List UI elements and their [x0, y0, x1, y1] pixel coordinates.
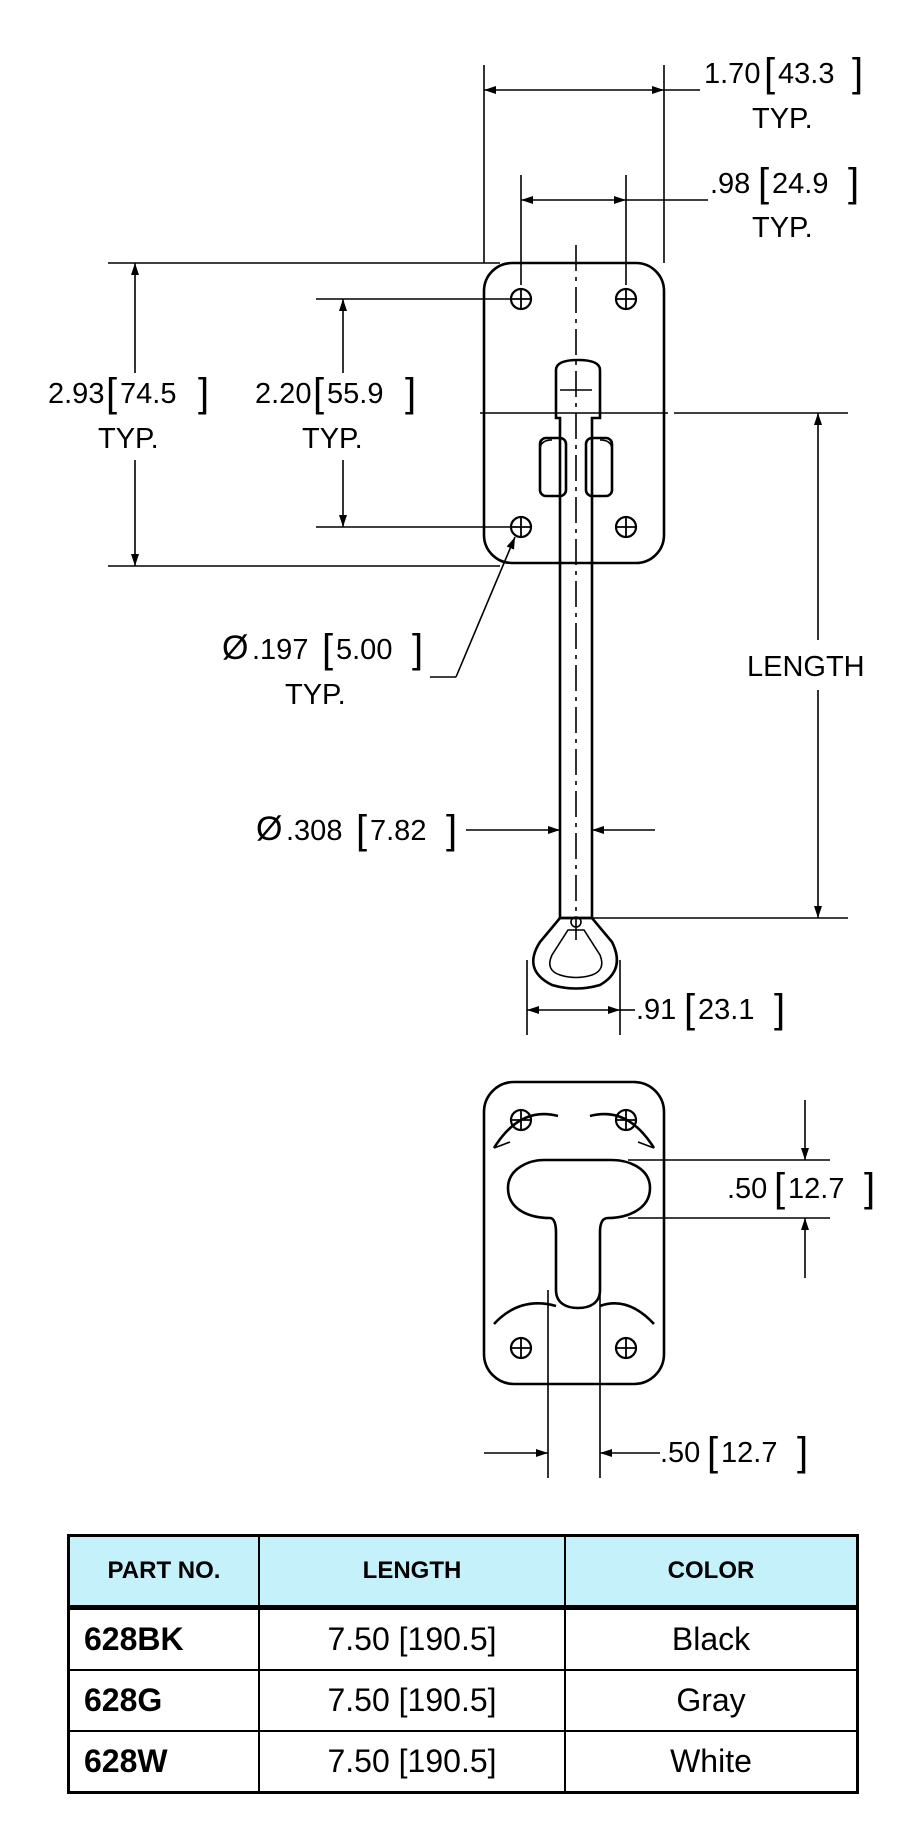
- svg-text:.98: .98: [710, 168, 750, 200]
- svg-text:2.93: 2.93: [48, 378, 104, 410]
- svg-text:TYP.: TYP.: [285, 679, 346, 711]
- svg-text:]: ]: [848, 161, 859, 205]
- dim-hole-diameter: Ø .197 [ 5.00 ] TYP.: [222, 536, 516, 711]
- svg-text:]: ]: [774, 987, 785, 1031]
- column-header-color: COLOR: [564, 1534, 859, 1610]
- svg-text:Ø: Ø: [256, 810, 282, 848]
- svg-text:TYP.: TYP.: [752, 212, 813, 244]
- svg-text:]: ]: [405, 371, 416, 415]
- keeper-screw-bottom-left: [509, 1336, 533, 1360]
- svg-text:74.5: 74.5: [120, 378, 176, 410]
- column-header-part-no: PART NO.: [67, 1534, 260, 1610]
- length-cell: 7.50 [190.5]: [258, 1606, 566, 1671]
- screw-hole-top-left: [509, 287, 533, 311]
- svg-text:[: [: [313, 371, 324, 415]
- keeper-slot: [506, 1158, 652, 1310]
- keeper-screw-bottom-right: [614, 1336, 638, 1360]
- parts-table: PART NO. LENGTH COLOR 628BK 7.50 [190.5]…: [67, 1534, 859, 1794]
- dim-overall-width: 1.70 [ 43.3 ] TYP.: [483, 51, 863, 263]
- keeper-plate: [482, 1080, 666, 1386]
- svg-text:]: ]: [797, 1430, 808, 1474]
- dim-keeper-slot-height: .50 [ 12.7 ]: [628, 1100, 875, 1278]
- length-cell: 7.50 [190.5]: [258, 1730, 566, 1794]
- svg-text:LENGTH: LENGTH: [747, 651, 865, 683]
- svg-text:.308: .308: [286, 815, 342, 847]
- svg-text:.197: .197: [252, 634, 308, 666]
- dim-rod-diameter: Ø .308 [ 7.82 ]: [256, 808, 655, 852]
- svg-text:7.82: 7.82: [370, 815, 426, 847]
- svg-text:2.20: 2.20: [255, 378, 311, 410]
- svg-text:.50: .50: [727, 1173, 767, 1205]
- svg-text:1.70: 1.70: [704, 58, 760, 90]
- svg-text:[: [: [764, 51, 775, 95]
- svg-text:5.00: 5.00: [336, 634, 392, 666]
- dim-keeper-slot-width: .50 [ 12.7 ]: [484, 1290, 808, 1478]
- svg-text:]: ]: [198, 371, 209, 415]
- svg-text:12.7: 12.7: [788, 1173, 844, 1205]
- svg-text:.91: .91: [636, 994, 676, 1026]
- table-header-row: PART NO. LENGTH COLOR: [67, 1534, 859, 1610]
- column-header-length: LENGTH: [258, 1534, 566, 1610]
- svg-text:[: [: [684, 987, 695, 1031]
- dim-eye-width: .91 [ 23.1 ]: [526, 960, 785, 1035]
- svg-text:[: [: [322, 627, 333, 671]
- svg-text:23.1: 23.1: [698, 994, 754, 1026]
- svg-text:[: [: [106, 371, 117, 415]
- svg-text:]: ]: [412, 627, 423, 671]
- table-row: 628W 7.50 [190.5] White: [67, 1730, 859, 1794]
- length-cell: 7.50 [190.5]: [258, 1669, 566, 1732]
- screw-hole-top-right: [614, 287, 638, 311]
- part-number-cell: 628BK: [67, 1606, 260, 1671]
- dim-hole-spacing-vertical: 2.20 [ 55.9 ] TYP.: [255, 298, 510, 528]
- svg-text:[: [: [774, 1166, 785, 1210]
- screw-hole-bottom-left: [509, 515, 533, 539]
- table-row: 628BK 7.50 [190.5] Black: [67, 1606, 859, 1671]
- svg-text:24.9: 24.9: [772, 168, 828, 200]
- svg-text:.50: .50: [660, 1437, 700, 1469]
- svg-text:]: ]: [446, 808, 457, 852]
- dim-overall-height: 2.93 [ 74.5 ] TYP.: [48, 262, 500, 567]
- svg-text:55.9: 55.9: [327, 378, 383, 410]
- svg-text:TYP.: TYP.: [98, 423, 159, 455]
- hook-rod: [531, 358, 619, 990]
- part-number-cell: 628W: [67, 1730, 260, 1794]
- technical-drawing: 1.70 [ 43.3 ] TYP. .98 [ 24.9 ] TYP. 2.9…: [48, 51, 875, 1478]
- svg-text:Ø: Ø: [222, 629, 248, 667]
- svg-text:]: ]: [864, 1166, 875, 1210]
- svg-text:[: [: [356, 808, 367, 852]
- color-cell: White: [564, 1730, 859, 1794]
- dim-length: LENGTH: [576, 412, 865, 919]
- svg-text:[: [: [707, 1430, 718, 1474]
- svg-text:TYP.: TYP.: [302, 423, 363, 455]
- svg-text:[: [: [758, 161, 769, 205]
- dim-hole-spacing-horizontal: .98 [ 24.9 ] TYP.: [520, 161, 859, 285]
- color-cell: Black: [564, 1606, 859, 1671]
- svg-text:43.3: 43.3: [778, 58, 834, 90]
- screw-hole-bottom-right: [614, 515, 638, 539]
- svg-text:12.7: 12.7: [721, 1437, 777, 1469]
- svg-text:TYP.: TYP.: [752, 103, 813, 135]
- table-row: 628G 7.50 [190.5] Gray: [67, 1669, 859, 1732]
- color-cell: Gray: [564, 1669, 859, 1732]
- part-number-cell: 628G: [67, 1669, 260, 1732]
- svg-text:]: ]: [852, 51, 863, 95]
